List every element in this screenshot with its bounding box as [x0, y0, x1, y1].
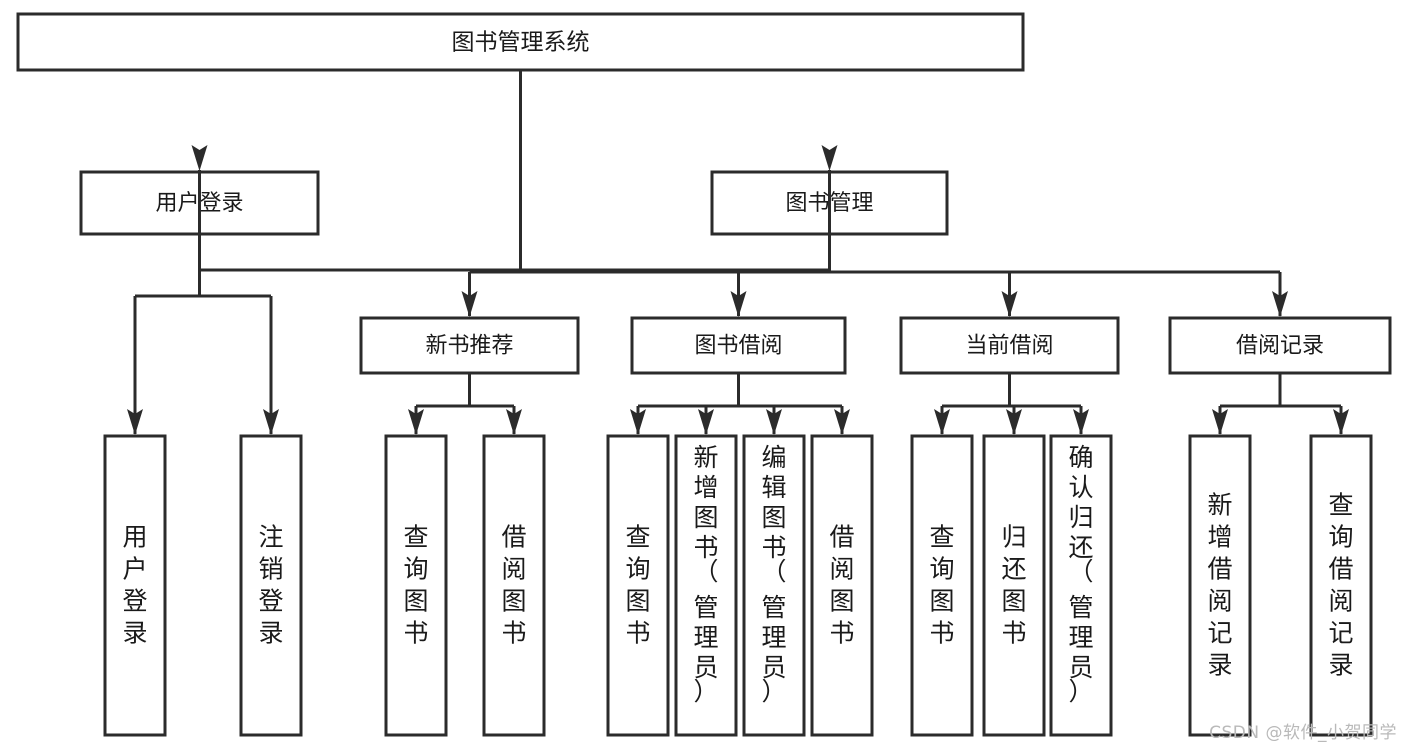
leaf-node-leaf-query-book-1[interactable]: 查询图书: [384, 434, 448, 737]
leaf-node-label: 查询图书: [625, 523, 650, 648]
leaf-node-label: 注销登录: [258, 523, 283, 648]
arrow-head-icon: [698, 409, 714, 435]
leaf-node-leaf-borrow-book-2[interactable]: 借阅图书: [810, 434, 874, 737]
node-box: [1049, 434, 1113, 737]
arrow-head-icon: [127, 409, 143, 435]
node-borrow-record[interactable]: 借阅记录: [1168, 316, 1392, 375]
node-box: [16, 12, 1025, 72]
arrow-head-icon: [1333, 409, 1349, 435]
node-label: 图书借阅: [694, 334, 782, 359]
arrow-head-icon: [630, 409, 646, 435]
node-box: [674, 434, 738, 737]
node-box: [1309, 434, 1373, 737]
arrow-head-icon: [1073, 409, 1089, 435]
arrow-head-icon: [263, 409, 279, 435]
leaf-node-label: 新增图书（管理员）: [693, 443, 718, 706]
node-box: [1188, 434, 1252, 737]
arrow-head-icon: [408, 409, 424, 435]
node-box: [103, 434, 167, 737]
arrow-head-icon: [1006, 409, 1022, 435]
leaf-node-label: 用户登录: [122, 523, 147, 648]
arrow-head-icon: [1001, 291, 1018, 317]
node-label: 当前借阅: [965, 334, 1053, 359]
leaf-node-leaf-query-record[interactable]: 查询借阅记录: [1309, 434, 1373, 737]
arrow-head-icon: [730, 291, 747, 317]
node-box: [899, 316, 1120, 375]
leaf-node-leaf-return-book[interactable]: 归还图书: [982, 434, 1046, 737]
node-box: [606, 434, 670, 737]
node-box: [910, 434, 974, 737]
leaf-node-leaf-confirm-return[interactable]: 确认归还（管理员）: [1049, 434, 1113, 737]
csdn-watermark: CSDN @软件_小贺同学: [1209, 723, 1397, 743]
leaf-node-label: 新增借阅记录: [1207, 491, 1232, 680]
arrow-head-icon: [766, 409, 782, 435]
leaf-node-label: 查询借阅记录: [1328, 491, 1353, 680]
arrow-head-icon: [934, 409, 950, 435]
leaf-node-label: 借阅图书: [501, 523, 526, 648]
leaf-node-label: 查询图书: [929, 523, 954, 648]
leaf-node-leaf-borrow-book-1[interactable]: 借阅图书: [482, 434, 546, 737]
leaf-node-label: 编辑图书（管理员）: [761, 443, 786, 706]
node-current-borrow[interactable]: 当前借阅: [899, 316, 1120, 375]
arrow-head-icon: [834, 409, 850, 435]
node-box: [742, 434, 806, 737]
leaf-node-label: 归还图书: [1001, 523, 1026, 648]
leaf-node-leaf-add-book[interactable]: 新增图书（管理员）: [674, 434, 738, 737]
arrow-head-icon: [1272, 291, 1288, 317]
node-label: 借阅记录: [1236, 334, 1324, 359]
leaf-node-leaf-query-book-2[interactable]: 查询图书: [606, 434, 670, 737]
node-box: [482, 434, 546, 737]
node-label: 图书管理系统: [452, 30, 590, 56]
leaf-node-leaf-user-login[interactable]: 用户登录: [103, 434, 167, 737]
arrow-head-icon: [1212, 409, 1228, 435]
node-box: [810, 434, 874, 737]
node-box: [630, 316, 847, 375]
node-box: [384, 434, 448, 737]
leaf-node-leaf-user-logout[interactable]: 注销登录: [239, 434, 303, 737]
node-root[interactable]: 图书管理系统: [16, 12, 1025, 72]
node-box: [239, 434, 303, 737]
node-book-borrow[interactable]: 图书借阅: [630, 316, 847, 375]
arrow-head-icon: [821, 145, 838, 171]
leaf-node-label: 确认归还（管理员）: [1068, 443, 1093, 706]
leaf-node-leaf-add-record[interactable]: 新增借阅记录: [1188, 434, 1252, 737]
node-new-book-recommend[interactable]: 新书推荐: [359, 316, 580, 375]
node-label: 新书推荐: [425, 334, 513, 359]
node-box: [1168, 316, 1392, 375]
arrow-head-icon: [461, 291, 478, 317]
arrow-head-icon: [506, 409, 522, 435]
leaf-node-leaf-edit-book[interactable]: 编辑图书（管理员）: [742, 434, 806, 737]
leaf-node-leaf-query-book-3[interactable]: 查询图书: [910, 434, 974, 737]
node-box: [982, 434, 1046, 737]
arrow-head-icon: [191, 145, 208, 171]
leaf-node-label: 查询图书: [403, 523, 428, 648]
leaf-node-label: 借阅图书: [829, 523, 854, 648]
